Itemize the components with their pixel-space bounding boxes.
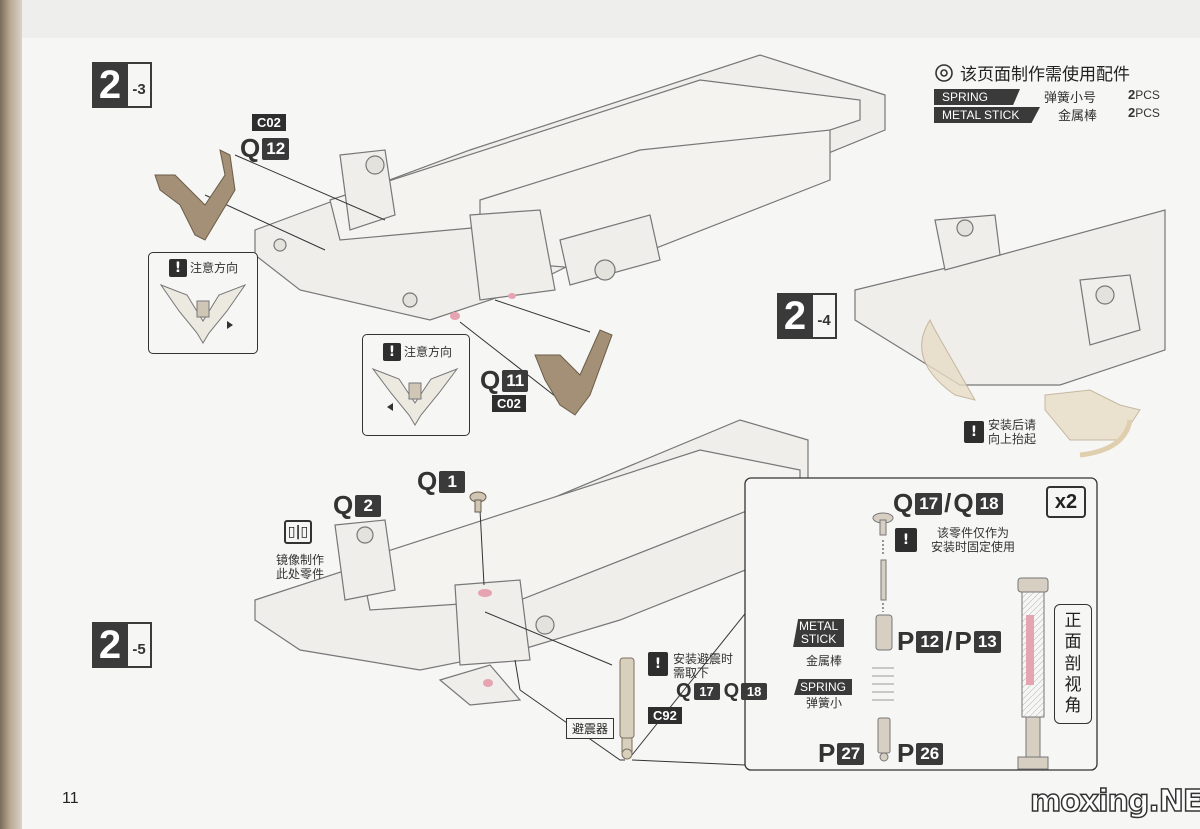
step-number: 2 — [777, 293, 813, 339]
spring-qty: 2PCS — [1128, 87, 1160, 102]
step-badge-2-3: 2 -3 — [92, 62, 152, 108]
detail-panel — [744, 477, 1098, 771]
chassis-frame-mid — [854, 209, 1166, 386]
arm-orientation-icon — [159, 283, 247, 344]
step-substep: -4 — [813, 293, 837, 339]
book-spine — [0, 0, 22, 829]
metal-stick-detail-name: 金属棒 — [806, 654, 843, 668]
shock-removal-note-text: 安装避震时 需取下 — [673, 652, 734, 681]
step-badge-2-4: 2 -4 — [777, 293, 837, 339]
shock-section-view — [1017, 577, 1049, 770]
shock-removal-note: ! 安装避震时 需取下 — [648, 652, 733, 681]
orientation-note-box-2: ! 注意方向 — [362, 334, 470, 436]
step-number: 2 — [92, 622, 128, 668]
spring-tag: SPRING — [934, 89, 1020, 105]
metal-stick-qty: 2PCS — [1128, 105, 1160, 120]
quantity-multiplier: x2 — [1046, 486, 1086, 518]
shock-exploded-parts — [872, 512, 894, 762]
warning-icon: ! — [648, 652, 668, 676]
temporary-part-note: ! 该零件仅作为 安装时固定使用 — [895, 526, 1015, 555]
shock-absorber-small — [619, 657, 635, 760]
step-badge-2-5: 2 -5 — [92, 622, 152, 668]
section-view-label: 正面剖视角 — [1054, 604, 1092, 725]
warning-icon: ! — [383, 343, 401, 361]
parts-list-title: 该页面制作需使用配件 — [934, 60, 1130, 85]
mirror-icon: ▯|▯ — [284, 520, 312, 544]
lift-up-note: ! 安装后请 向上抬起 — [964, 418, 1036, 447]
parts-title-text: 该页面制作需使用配件 — [960, 65, 1130, 85]
spring-name: 弹簧小号 — [1044, 91, 1097, 106]
page-top-margin — [22, 0, 1200, 38]
spring-detail-tag: SPRING — [794, 679, 853, 695]
orientation-note-text: 注意方向 — [404, 344, 453, 359]
step-substep: -3 — [128, 62, 152, 108]
warning-icon: ! — [964, 421, 984, 444]
step-number: 2 — [92, 62, 128, 108]
metal-stick-tag: METAL STICK — [934, 107, 1040, 123]
metal-stick-name: 金属棒 — [1058, 109, 1098, 124]
orientation-note-box-1: ! 注意方向 — [148, 252, 258, 354]
part-code-c92: C92 — [648, 707, 682, 724]
mirror-note-text: 镜像制作 此处零件 — [276, 553, 325, 582]
part-code-c02-bottom: C02 — [492, 395, 526, 412]
warning-icon: ! — [169, 259, 187, 277]
metal-stick-detail-tag: METAL STICK — [793, 619, 845, 648]
page-number: 11 — [62, 790, 79, 807]
orientation-note-text: 注意方向 — [190, 260, 239, 275]
spring-detail-name: 弹簧小 — [806, 696, 843, 710]
arm-orientation-icon — [371, 367, 459, 426]
gear-icon — [935, 63, 953, 82]
warning-icon: ! — [895, 528, 917, 553]
temporary-part-note-text: 该零件仅作为 安装时固定使用 — [931, 526, 1016, 555]
lift-up-note-text: 安装后请 向上抬起 — [988, 418, 1037, 447]
step-substep: -5 — [128, 622, 152, 668]
watermark: moxing.NET — [1029, 783, 1200, 820]
chassis-frame-bottom — [254, 419, 809, 706]
shock-absorber-label: 避震器 — [566, 718, 615, 739]
chassis-frame-top — [254, 54, 886, 321]
part-code-c02-top: C02 — [252, 114, 286, 131]
